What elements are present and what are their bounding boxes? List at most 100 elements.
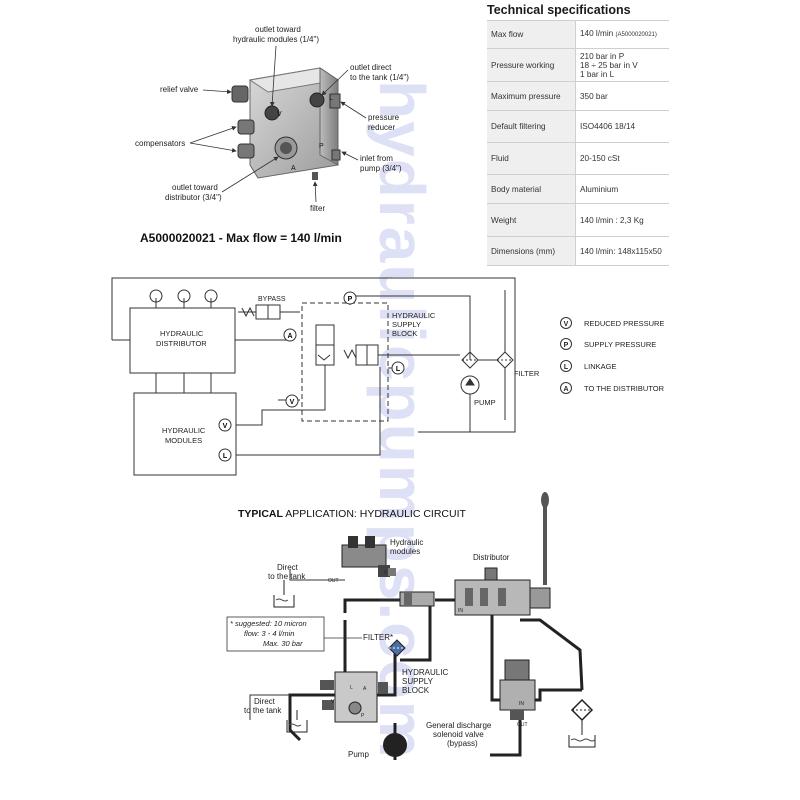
- spec-value: 140 l/min : 2,3 Kg: [575, 203, 669, 237]
- spec-value-note: (A5000020021): [615, 32, 657, 38]
- schematic-supply-label-3: BLOCK: [392, 329, 417, 338]
- hydraulic-schematic: [111, 277, 516, 476]
- app-label-discharge-1: General discharge: [426, 721, 492, 730]
- app-label-modules-2: modules: [390, 547, 420, 556]
- callout-inlet-pump-1: inlet from: [360, 154, 393, 163]
- app-label-direct-1b: to the tank: [268, 572, 306, 581]
- app-label-pump: Pump: [348, 750, 369, 759]
- schematic-pump-label: PUMP: [474, 398, 496, 407]
- legend-symbol-a: A: [563, 386, 568, 393]
- app-label-direct-2a: Direct: [254, 697, 276, 706]
- app-label-modules-1: Hydraulic: [390, 538, 423, 547]
- app-note-1: * suggested: 10 micron: [230, 619, 307, 628]
- spec-key: Dimensions (mm): [487, 236, 576, 266]
- app-label-discharge-3: (bypass): [447, 739, 478, 748]
- callout-filter: filter: [310, 204, 325, 213]
- callout-compensators: compensators: [135, 139, 185, 148]
- modules-label-1: HYDRAULIC: [162, 426, 206, 435]
- spec-value: 20-150 cSt: [575, 142, 669, 175]
- app-label-out-2: OUT: [517, 722, 528, 728]
- spec-value: 350 bar: [575, 81, 669, 111]
- pressure-reducer-part: [329, 93, 341, 109]
- port-p-label: P: [319, 143, 324, 150]
- app-label-supply-1: HYDRAULIC: [402, 668, 448, 677]
- schematic-filter-label: FILTER: [514, 369, 540, 378]
- application-distributor: [454, 492, 551, 616]
- app-note-3: Max. 30 bar: [263, 639, 303, 648]
- schematic-port-l-1: L: [396, 366, 401, 373]
- callout-pressure-reducer-1: pressure: [368, 113, 400, 122]
- spec-value: ISO4406 18/14: [575, 110, 669, 143]
- gauge-1: [149, 289, 163, 303]
- app-label-direct-2b: to the tank: [244, 706, 282, 715]
- app-label-l: L: [350, 685, 353, 691]
- app-label-v2: V: [331, 699, 335, 705]
- spec-value: Aluminium: [575, 174, 669, 204]
- supply-block-dashed: [301, 302, 389, 422]
- supply-block-drawing: V L P A: [231, 67, 341, 180]
- port-l-label: L: [329, 95, 333, 102]
- app-label-supply-2: SUPPLY: [402, 677, 434, 686]
- bypass-label: BYPASS: [258, 296, 286, 303]
- schematic-port-v-2: V: [223, 423, 228, 430]
- port-a-label: A: [291, 165, 296, 172]
- spec-row: Dimensions (mm)140 l/min: 148x115x50: [487, 236, 669, 266]
- spec-key: Maximum pressure: [487, 81, 576, 111]
- schematic-ports: P A V L V L: [218, 291, 405, 462]
- legend-symbol-p: P: [564, 342, 569, 349]
- app-label-v: V: [384, 570, 388, 576]
- legend-label-linkage: LINKAGE: [584, 362, 617, 371]
- legend-symbol-l: L: [564, 364, 569, 371]
- callout-relief-valve: relief valve: [160, 85, 199, 94]
- port-v-label: V: [277, 111, 282, 118]
- app-label-discharge-2: solenoid valve: [433, 730, 484, 739]
- distributor-label-1: HYDRAULIC: [160, 329, 204, 338]
- application-solenoid-valve: [499, 659, 536, 720]
- schematic-legend: V REDUCED PRESSURE P SUPPLY PRESSURE L L…: [560, 317, 665, 394]
- compensator-1: [237, 119, 255, 135]
- application-supply-block: [320, 671, 388, 723]
- spec-key: Pressure working: [487, 48, 576, 82]
- callout-inlet-pump-2: pump (3/4"): [360, 164, 402, 173]
- schematic-port-a: A: [287, 333, 292, 340]
- app-label-filter: FILTER*: [363, 633, 393, 642]
- relief-valve-part: [231, 85, 249, 103]
- legend-label-reduced: REDUCED PRESSURE: [584, 319, 664, 328]
- schematic-port-p: P: [348, 296, 353, 303]
- spec-key: Weight: [487, 203, 576, 237]
- spec-title: Technical specifications: [487, 3, 631, 17]
- app-label-direct-1a: Direct: [277, 563, 299, 572]
- spec-key: Fluid: [487, 142, 576, 175]
- application-tanks: [273, 580, 596, 748]
- legend-label-distributor: TO THE DISTRIBUTOR: [584, 384, 665, 393]
- application-filter: [388, 639, 594, 722]
- gauge-3: [204, 289, 218, 303]
- legend-symbol-v: V: [564, 321, 569, 328]
- application-title: TYPICAL APPLICATION: HYDRAULIC CIRCUIT: [238, 508, 467, 520]
- hydraulic-modules-box: [133, 392, 237, 476]
- callout-outlet-distributor-1: outlet toward: [172, 183, 218, 192]
- schematic-port-l-2: L: [223, 453, 228, 460]
- app-label-supply-3: BLOCK: [402, 686, 430, 695]
- app-note-2: flow: 3 - 4 l/min: [244, 629, 294, 638]
- schematic-supply-label-2: SUPPLY: [392, 320, 421, 329]
- callout-outlet-tank-2: to the tank (1/4"): [350, 73, 409, 82]
- app-label-a: A: [363, 686, 367, 692]
- callout-outlet-tank-1: outlet direct: [350, 63, 392, 72]
- spec-value: 140 l/min: 148x115x50: [575, 236, 669, 266]
- legend-label-supply: SUPPLY PRESSURE: [584, 340, 656, 349]
- application-pump: [383, 733, 407, 757]
- app-label-in-1: IN: [519, 701, 524, 707]
- application-hydraulic-modules: [341, 536, 435, 607]
- block-callouts: outlet toward hydraulic modules (1/4") o…: [135, 25, 409, 213]
- callout-pressure-reducer-2: reducer: [368, 123, 395, 132]
- app-label-p: P: [361, 713, 365, 719]
- application-note: * suggested: 10 micron flow: 3 - 4 l/min…: [226, 616, 362, 652]
